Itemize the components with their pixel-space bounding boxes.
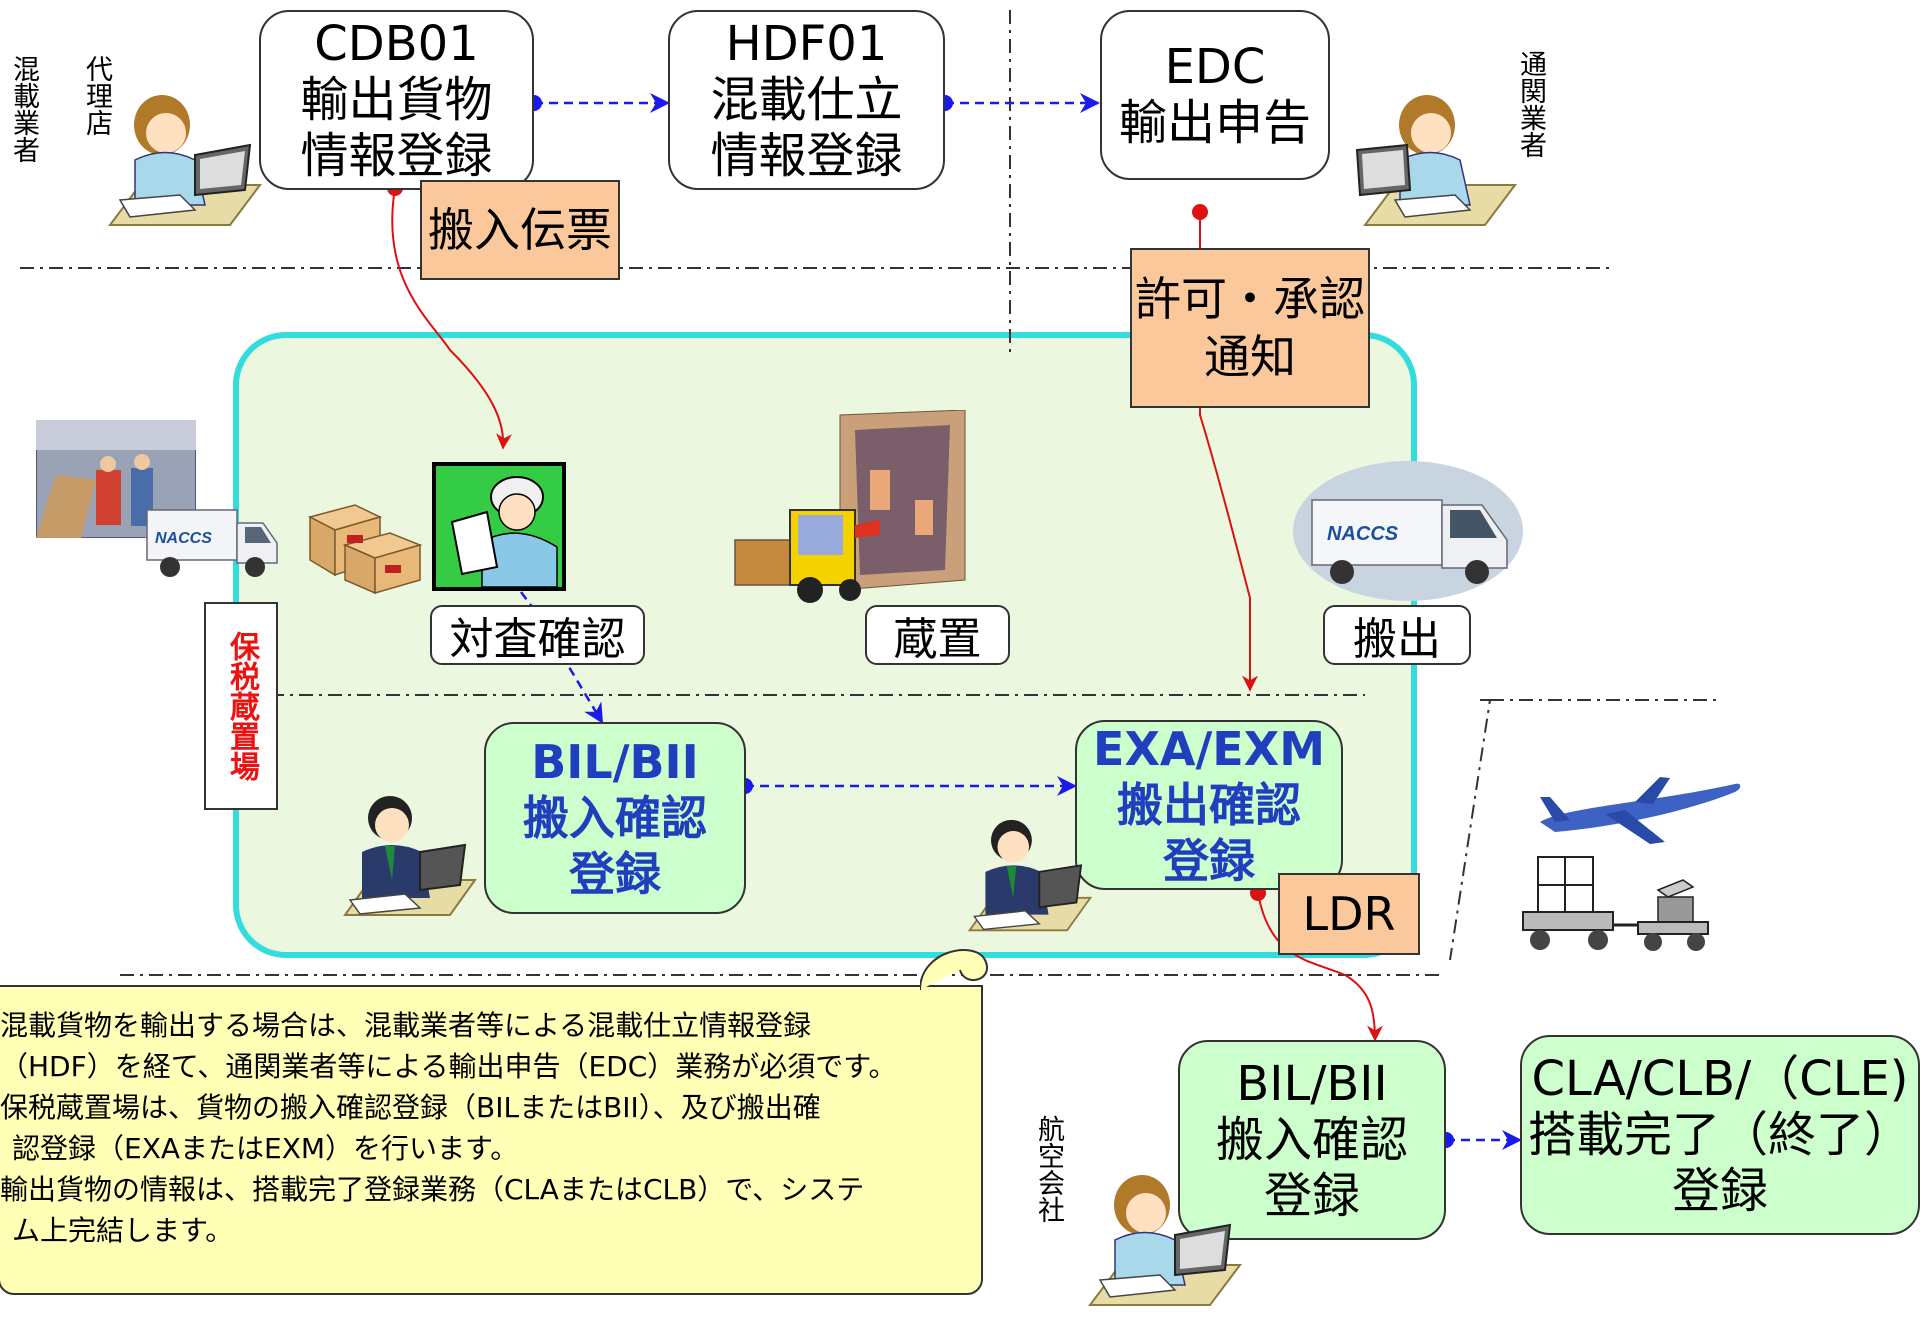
edc-label: EDC 輸出申告 [1118, 39, 1311, 151]
person-at-laptop-icon [108, 95, 262, 226]
note-line: （HDF）を経て、通関業者等による輸出申告（EDC）業務が必須です。 [0, 1050, 897, 1083]
note-line: 混載貨物を輸出する場合は、混載業者等による混載仕立情報登録 [0, 1009, 812, 1042]
carry-out-label: 搬出 [1323, 605, 1471, 665]
note-line: 認登録（EXAまたはEXM）を行います。 [12, 1132, 519, 1165]
cardboard-boxes-icon [307, 504, 423, 595]
permit-notice-label: 許可・承認 通知 [1135, 272, 1365, 384]
person-at-laptop-icon [1088, 1175, 1242, 1306]
carry-in-slip: 搬入伝票 [420, 180, 620, 280]
hdf01-label: HDF01 混載仕立 情報登録 [710, 16, 903, 184]
flow-ldr-bil [1257, 892, 1383, 1042]
separator-line [1449, 699, 1492, 961]
naccs-truck-icon: NACCS [146, 509, 278, 577]
forklift-warehouse-icon [734, 410, 966, 603]
person-at-laptop-icon [1355, 95, 1517, 226]
flow-permit-exa [1199, 212, 1258, 692]
edc-box: EDC 輸出申告 [1100, 10, 1330, 180]
note-line: 輸出貨物の情報は、搭載完了登録業務（CLAまたはCLB）で、システ [0, 1173, 865, 1206]
inspector-clipboard-icon [432, 462, 566, 591]
cdb01-box: CDB01 輸出貨物 情報登録 [259, 10, 534, 190]
cargo-dolly-icon [1522, 856, 1709, 951]
bil-airline-label: BIL/BII 搬入確認 登録 [1215, 1056, 1408, 1224]
truck-logo: NACCS [1327, 523, 1399, 545]
permit-notice-slip: 許可・承認 通知 [1130, 248, 1370, 408]
truck-logo: NACCS [155, 530, 212, 547]
explanation-note: 混載貨物を輸出する場合は、混載業者等による混載仕立情報登録 （HDF）を経て、通… [0, 985, 983, 1295]
hdf01-box: HDF01 混載仕立 情報登録 [668, 10, 945, 190]
exa-exm-box: EXA/EXM 搬出確認 登録 [1075, 720, 1343, 890]
bil-warehouse-label: BIL/BII 搬入確認 登録 [523, 735, 707, 901]
consolidator-label: 混載業者 [8, 55, 39, 163]
customs-broker-label: 通関業者 [1515, 50, 1546, 158]
check-label: 対査確認 [430, 605, 645, 665]
cla-clb-box: CLA/CLB/（CLE) 搭載完了（終了） 登録 [1520, 1035, 1920, 1235]
exa-exm-label: EXA/EXM 搬出確認 登録 [1093, 722, 1325, 888]
flow-slip-check [391, 187, 512, 450]
office-worker-icon [343, 796, 477, 916]
office-worker-icon [967, 819, 1093, 932]
bonded-area-label: 保税蔵置場 [204, 602, 278, 810]
bil-airline-box: BIL/BII 搬入確認 登録 [1178, 1040, 1446, 1240]
carry-in-slip-label: 搬入伝票 [428, 203, 612, 257]
storage-label: 蔵置 [865, 605, 1010, 665]
scroll-curl-icon [920, 949, 988, 991]
ldr-slip: LDR [1278, 873, 1420, 955]
bil-warehouse-box: BIL/BII 搬入確認 登録 [484, 722, 746, 914]
note-line: 保税蔵置場は、貨物の搬入確認登録（BILまたはBII）、及び搬出確 [0, 1091, 821, 1124]
flow-check-bil [511, 579, 604, 724]
ldr-label: LDR [1302, 887, 1396, 941]
large-truck-icon: NACCS [1293, 461, 1523, 601]
warehouse-photo [36, 420, 196, 538]
airplane-icon [1540, 777, 1741, 844]
cla-clb-label: CLA/CLB/（CLE) 搭載完了（終了） 登録 [1527, 1051, 1912, 1219]
airline-label: 航空会社 [1033, 1115, 1064, 1223]
cdb01-label: CDB01 輸出貨物 情報登録 [300, 16, 493, 184]
note-line: ム上完結します。 [12, 1214, 234, 1247]
agent-label: 代理店 [81, 55, 112, 136]
